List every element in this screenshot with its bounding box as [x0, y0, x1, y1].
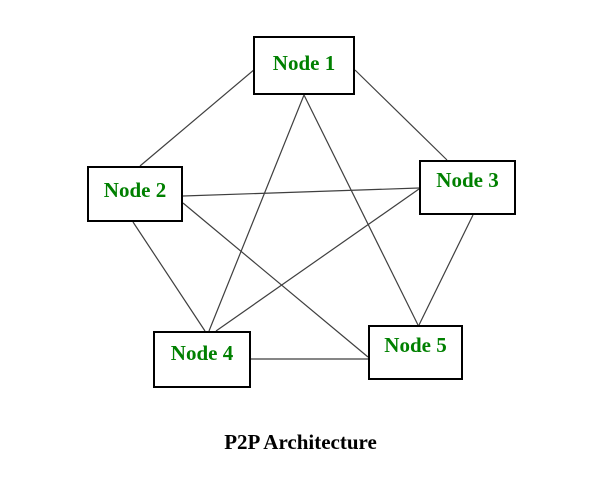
- node-label-node3: Node 3: [436, 168, 499, 192]
- edge-node2-node3: [182, 187, 420, 197]
- node-label-node2: Node 2: [103, 178, 167, 202]
- node-label-node5: Node 5: [384, 333, 447, 357]
- node-box-node2: Node 2: [87, 166, 183, 222]
- edge-node2-node5: [182, 202, 369, 358]
- node-box-node4: Node 4: [153, 331, 251, 388]
- diagram-title: P2P Architecture: [224, 430, 377, 454]
- edge-node1-node2: [139, 68, 256, 167]
- node-box-node3: Node 3: [419, 160, 516, 215]
- edge-node3-node4: [215, 188, 420, 332]
- node-label-node1: Node 1: [272, 51, 336, 75]
- edge-node1-node4: [208, 94, 305, 332]
- node-label-node4: Node 4: [170, 341, 234, 365]
- node-box-node5: Node 5: [368, 325, 463, 380]
- edge-node3-node5: [418, 214, 474, 326]
- edge-node2-node4: [132, 221, 206, 332]
- edge-node1-node3: [354, 69, 448, 161]
- edge-node1-node5: [303, 94, 419, 326]
- node-box-node1: Node 1: [253, 36, 355, 95]
